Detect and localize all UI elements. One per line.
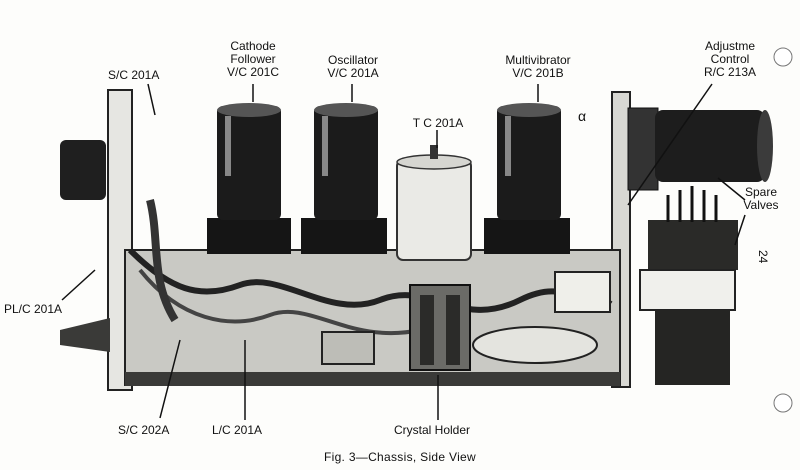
label-adjustment-control: Adjustme Control R/C 213A bbox=[690, 40, 770, 79]
figure-caption: Fig. 3—Chassis, Side View bbox=[323, 450, 476, 464]
binder-hole bbox=[773, 47, 793, 67]
label-spare-valves: Spare Valves bbox=[735, 186, 787, 212]
spare-valve-socket bbox=[639, 186, 738, 385]
label-line: Valves bbox=[743, 198, 779, 212]
leader-lines bbox=[61, 83, 746, 420]
label-line: Adjustme bbox=[704, 39, 756, 53]
label-line: Control bbox=[710, 52, 750, 66]
label-line: Multivibrator bbox=[505, 53, 571, 67]
relay-box bbox=[554, 271, 611, 313]
label-crystal-holder: Crystal Holder bbox=[394, 423, 471, 437]
page-number: 24 bbox=[756, 250, 770, 264]
label-line: Cathode bbox=[230, 39, 276, 53]
left-knob bbox=[60, 140, 106, 200]
label-line: V/C 201A bbox=[327, 66, 379, 80]
tube-cathode-follower bbox=[207, 103, 291, 254]
label-line: R/C 213A bbox=[703, 65, 757, 79]
left-clip bbox=[60, 318, 110, 352]
label-alpha: α bbox=[578, 108, 587, 124]
tube-oscillator bbox=[301, 103, 387, 254]
label-line: V/C 201B bbox=[512, 66, 564, 80]
capacitor-block bbox=[321, 331, 375, 365]
label-oscillator: Oscillator V/C 201A bbox=[315, 54, 391, 80]
adjustment-potentiometer bbox=[627, 107, 773, 191]
label-line: Follower bbox=[230, 52, 276, 66]
label-sc202a: S/C 202A bbox=[118, 423, 170, 437]
label-plc201a: PL/C 201A bbox=[4, 302, 63, 316]
label-line: Spare bbox=[744, 185, 778, 199]
tube-multivibrator bbox=[484, 103, 570, 254]
transformer-can bbox=[396, 145, 472, 261]
label-sc201a: S/C 201A bbox=[108, 68, 160, 82]
label-multivibrator: Multivibrator V/C 201B bbox=[488, 54, 588, 80]
label-line: Oscillator bbox=[327, 53, 378, 67]
electrolytic-capacitor bbox=[472, 326, 598, 364]
label-tc201a: T C 201A bbox=[412, 116, 464, 130]
left-side-plate bbox=[107, 89, 133, 391]
label-lc201a: L/C 201A bbox=[212, 423, 263, 437]
binder-hole bbox=[773, 393, 793, 413]
label-line: V/C 201C bbox=[226, 65, 280, 79]
label-cathode-follower: Cathode Follower V/C 201C bbox=[215, 40, 291, 79]
crystal-holder bbox=[409, 284, 471, 371]
